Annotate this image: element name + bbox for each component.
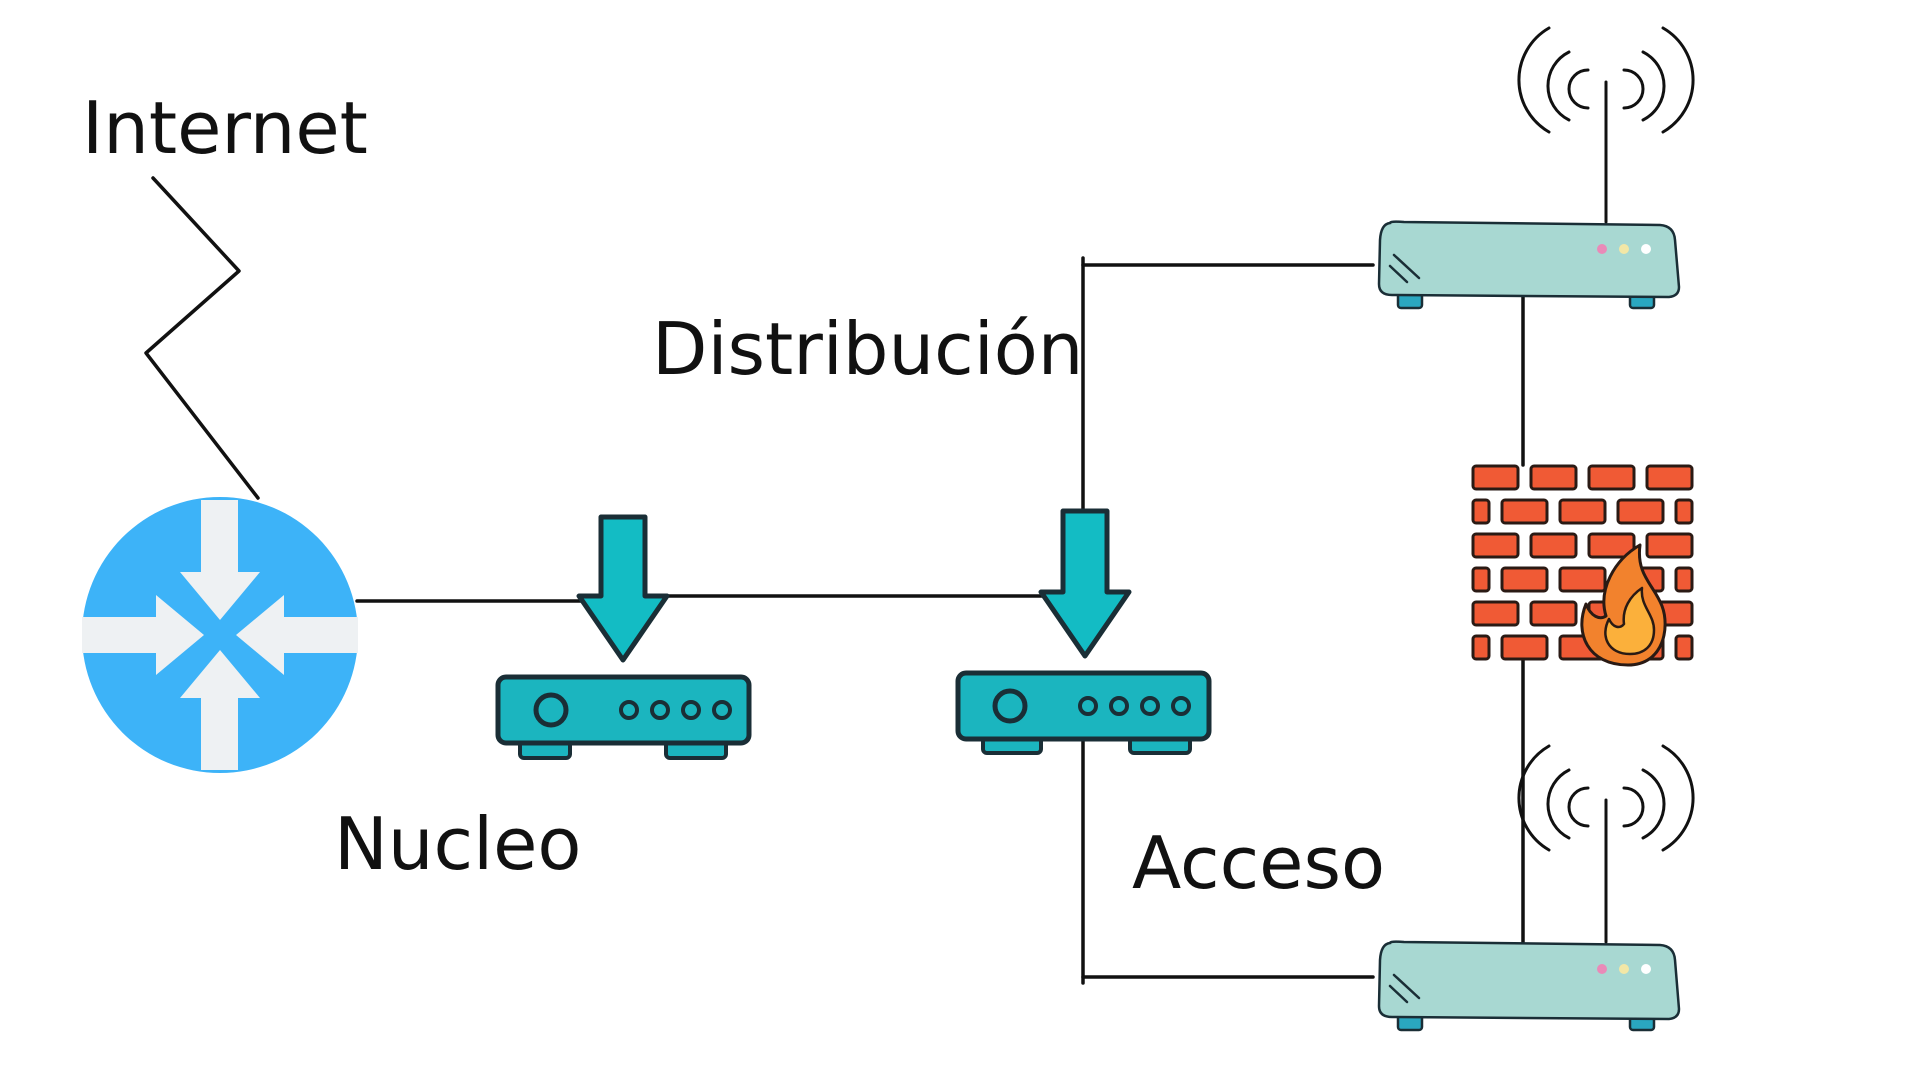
internet-label: Internet <box>82 86 368 170</box>
switch-icon <box>495 674 752 760</box>
access-layer-label: Acceso <box>1132 821 1386 905</box>
core-layer-label: Nucleo <box>334 802 582 886</box>
distribution-layer-label: Distribución <box>652 307 1084 391</box>
connection-lines <box>144 176 1525 985</box>
firewall-icon <box>1471 464 1694 667</box>
wireless-access-point-icon <box>1377 744 1695 1032</box>
wireless-access-point-icon <box>1377 26 1695 310</box>
arrow-down-icon <box>1038 508 1132 659</box>
router-icon <box>82 497 358 773</box>
internet-link <box>144 176 260 500</box>
switch-icon <box>955 670 1212 755</box>
arrow-down-icon <box>576 514 670 663</box>
